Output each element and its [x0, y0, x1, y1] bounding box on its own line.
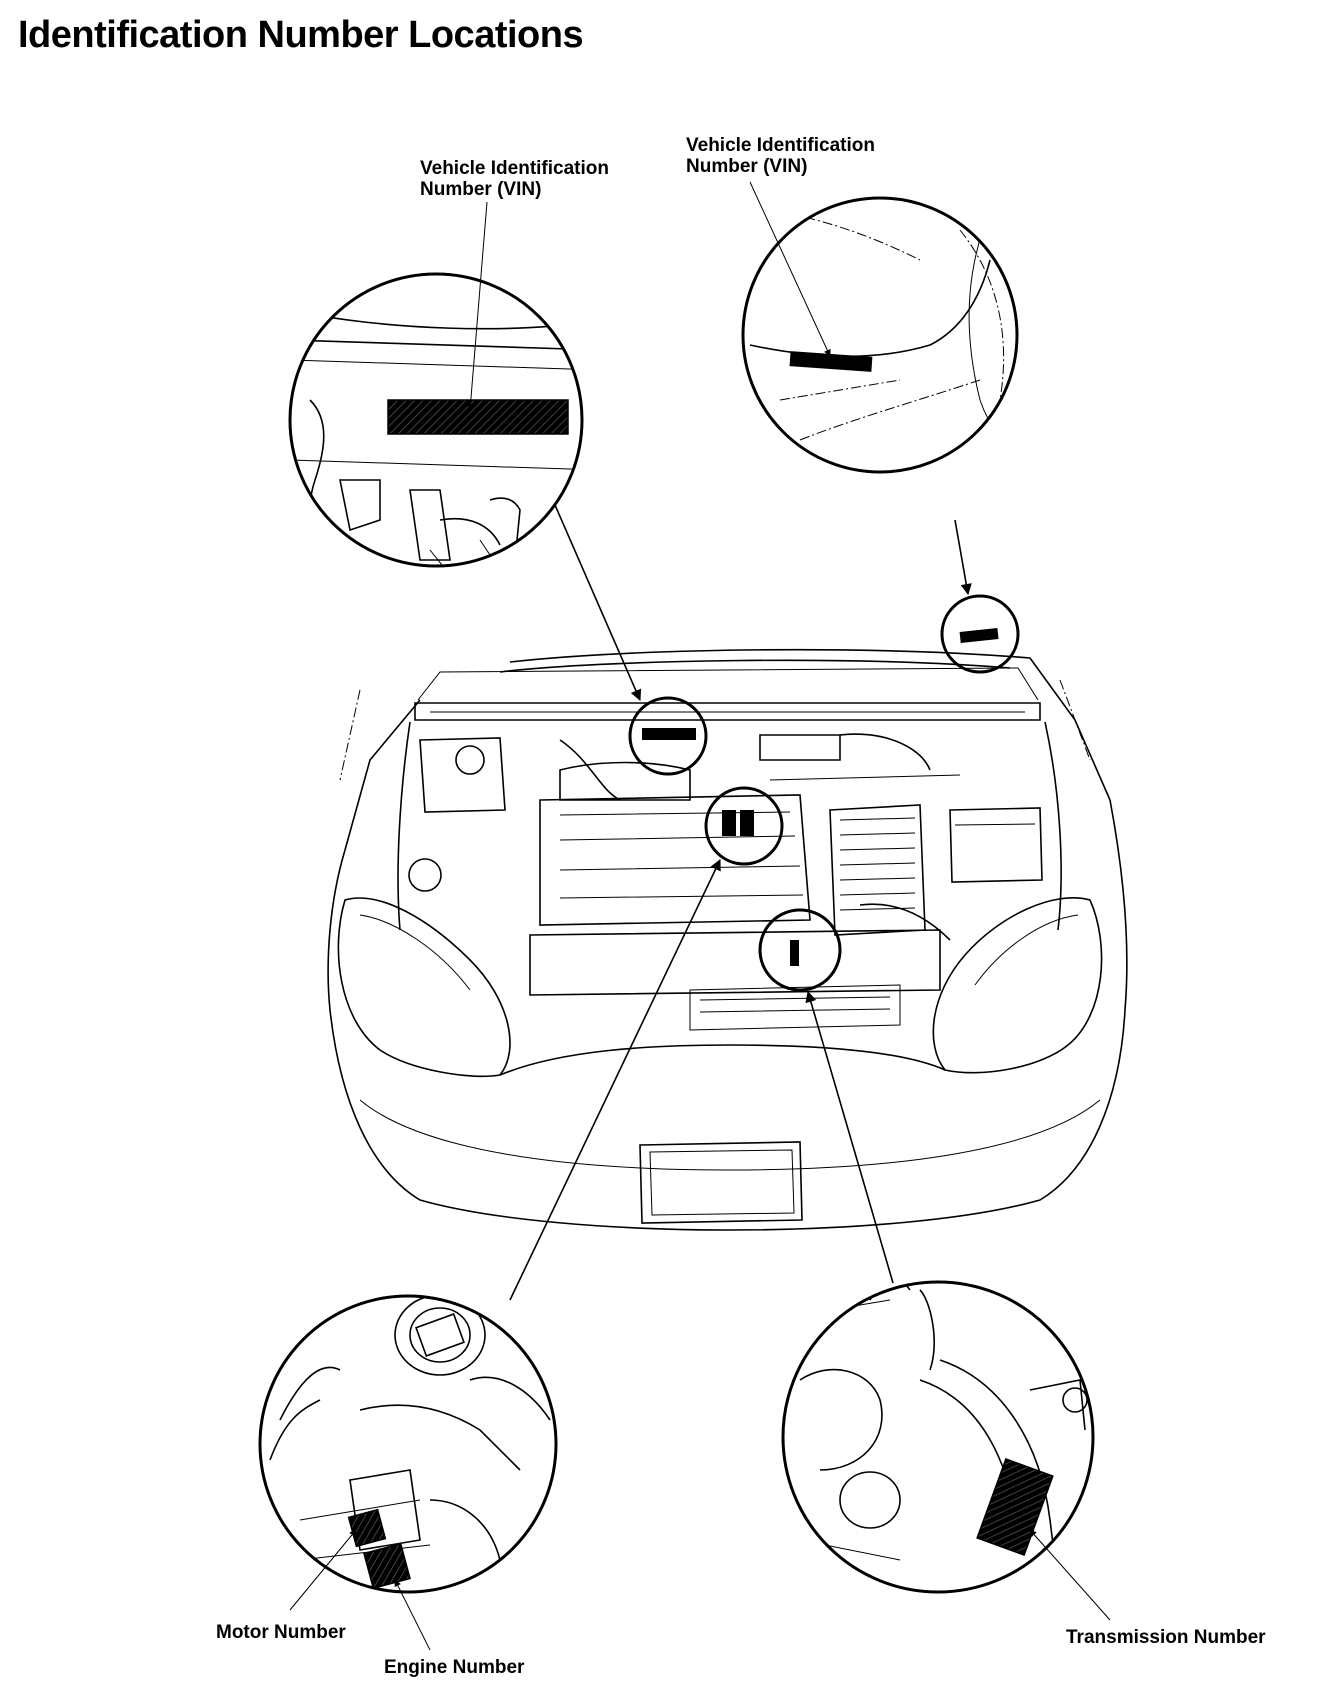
label-transmission-number: Transmission Number [1066, 1627, 1266, 1648]
page-title: Identification Number Locations [18, 14, 584, 56]
callout-engine-motor [704, 786, 784, 866]
label-engine-number: Engine Number [384, 1657, 525, 1678]
label-vin-windshield: Vehicle Identification Number (VIN) [686, 135, 875, 177]
detail-transmission [781, 1280, 1095, 1594]
callout-transmission [758, 908, 842, 992]
callout-vin-dashboard [628, 696, 708, 776]
leader-lines [289, 181, 1111, 1651]
detail-engine-motor [258, 1294, 558, 1594]
detail-vin-windshield [741, 196, 1019, 474]
label-vin-dashboard: Vehicle Identification Number (VIN) [420, 158, 609, 200]
detail-vin-dashboard [288, 272, 584, 568]
label-motor-number: Motor Number [216, 1622, 346, 1643]
car-front-view [327, 594, 1128, 1231]
callout-vin-windshield [940, 594, 1020, 674]
